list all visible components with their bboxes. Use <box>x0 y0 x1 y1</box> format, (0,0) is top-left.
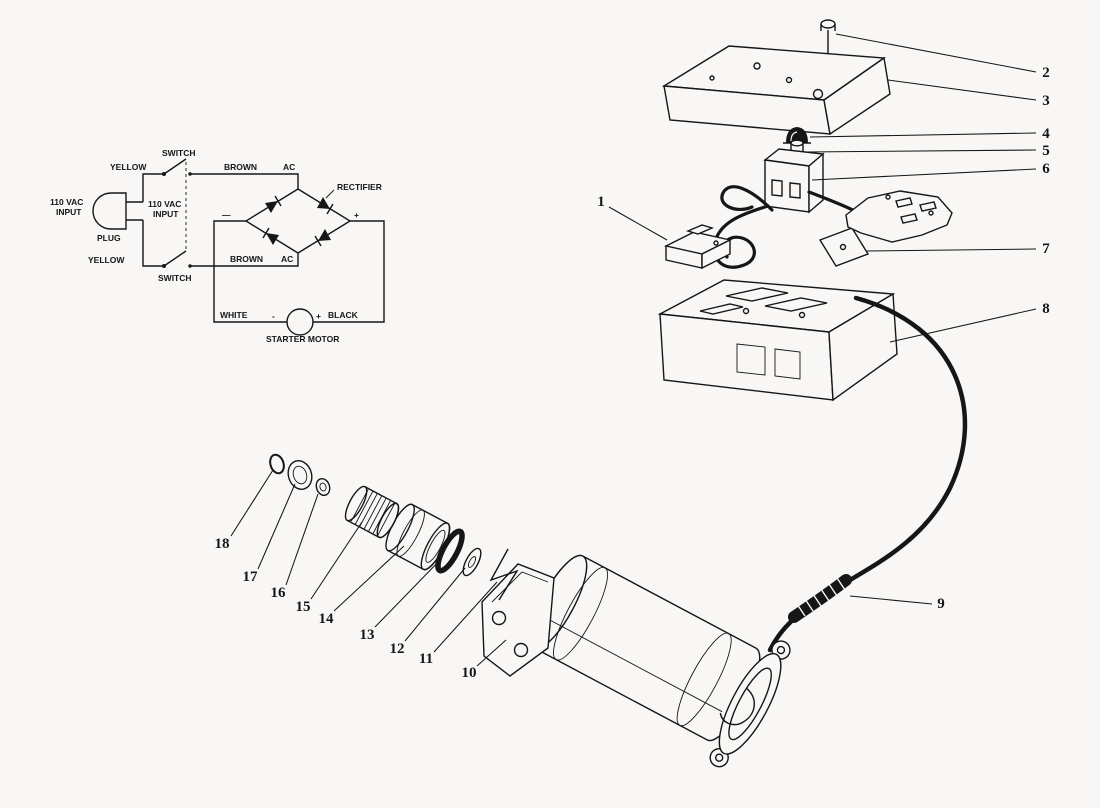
motor-body <box>509 554 791 768</box>
part-6-solenoid <box>763 148 825 214</box>
label-plug: PLUG <box>97 233 121 243</box>
callout-13: 13 <box>360 627 375 643</box>
switch-top-symbol <box>162 158 192 176</box>
wire-bottom-feed <box>142 220 162 267</box>
label-rectifier: RECTIFIER <box>337 182 382 192</box>
callout-8: 8 <box>1042 301 1050 317</box>
callouts: 1 2 3 4 5 6 7 8 9 10 11 12 13 14 15 16 1… <box>215 33 1050 681</box>
label-dc-plus: + <box>354 210 359 220</box>
label-starter-motor: STARTER MOTOR <box>266 334 339 344</box>
part-8-housing-base <box>657 279 898 402</box>
bridge-rectifier-symbol <box>244 188 352 254</box>
plug-symbol <box>92 192 143 230</box>
callout-1: 1 <box>597 194 605 210</box>
part-5-plunger <box>790 139 804 157</box>
label-motor-minus: - <box>272 311 275 321</box>
callout-11: 11 <box>419 651 433 667</box>
part-18-retaining-ring <box>269 453 285 475</box>
rectifier-pointer <box>325 189 335 199</box>
callout-16: 16 <box>271 585 287 601</box>
switch-bottom-symbol <box>162 250 192 268</box>
callout-17: 17 <box>243 569 259 585</box>
part-16-ring <box>315 477 331 497</box>
end-cap <box>709 640 791 768</box>
leader-17 <box>257 483 296 570</box>
wire-top-ac <box>190 173 299 189</box>
label-switch-top: SWITCH <box>162 148 196 158</box>
motor-assembly <box>269 453 791 768</box>
leader-2 <box>835 33 1037 73</box>
label-brown-bottom: BROWN <box>230 254 263 264</box>
leader-8 <box>889 308 1037 343</box>
leader-11 <box>433 581 498 653</box>
label-yellow-bottom: YELLOW <box>88 255 125 265</box>
label-brown-top: BROWN <box>224 162 257 172</box>
label-yellow-top: YELLOW <box>110 162 147 172</box>
label-ac-top: AC <box>283 162 295 172</box>
wire-top-feed <box>142 173 162 202</box>
callout-3: 3 <box>1042 93 1050 109</box>
leader-12 <box>404 567 466 642</box>
housing-assembly <box>657 19 968 653</box>
wire-dc-minus <box>213 220 287 323</box>
leader-6 <box>811 168 1037 181</box>
leader-7 <box>865 248 1037 252</box>
callout-10: 10 <box>462 665 477 681</box>
leader-15 <box>310 521 363 600</box>
callout-9: 9 <box>937 596 945 612</box>
part-7-rectifier-block <box>818 227 870 267</box>
label-input-mid-2: INPUT <box>153 209 179 219</box>
callout-5: 5 <box>1042 143 1050 159</box>
leader-9 <box>849 595 933 605</box>
label-dc-minus: — <box>222 210 231 220</box>
wire-dc-plus <box>313 220 385 323</box>
part-9-harness <box>767 295 968 653</box>
part-12-washer <box>462 547 482 577</box>
callout-4: 4 <box>1042 126 1050 142</box>
callout-18: 18 <box>215 536 230 552</box>
callout-6: 6 <box>1042 161 1050 177</box>
callout-2: 2 <box>1042 65 1050 81</box>
label-input-left-1: 110 VAC <box>50 197 83 207</box>
leader-4 <box>809 132 1037 138</box>
leader-3 <box>887 79 1037 101</box>
leader-16 <box>285 493 319 586</box>
leader-13 <box>374 557 443 628</box>
part-1-switch-lever <box>663 224 733 270</box>
callout-15: 15 <box>296 599 311 615</box>
label-white: WHITE <box>220 310 248 320</box>
part-13-rubber-ring <box>435 528 465 574</box>
label-ac-bottom: AC <box>281 254 293 264</box>
label-input-mid-1: 110 VAC <box>148 199 181 209</box>
part-11-spring-clip <box>489 548 519 601</box>
callout-7: 7 <box>1042 241 1050 257</box>
label-black: BLACK <box>328 310 359 320</box>
callout-12: 12 <box>390 641 405 657</box>
wiring-schematic: 110 VAC INPUT PLUG YELLOW SWITCH 110 VAC… <box>50 148 385 344</box>
wire-bottom-ac <box>190 253 299 267</box>
label-input-left-2: INPUT <box>56 207 82 217</box>
label-switch-bottom: SWITCH <box>158 273 192 283</box>
circuit-board <box>845 190 953 243</box>
part-17-washer <box>287 460 313 490</box>
leader-18 <box>230 469 274 537</box>
label-motor-plus: + <box>316 311 321 321</box>
motor-symbol <box>286 308 314 336</box>
callout-14: 14 <box>319 611 335 627</box>
part-3-top-cover <box>661 45 891 136</box>
leader-1 <box>608 206 668 241</box>
leader-10 <box>476 639 507 667</box>
part-10-bracket <box>481 563 555 677</box>
leader-14 <box>333 545 405 612</box>
leader-5 <box>804 149 1037 153</box>
